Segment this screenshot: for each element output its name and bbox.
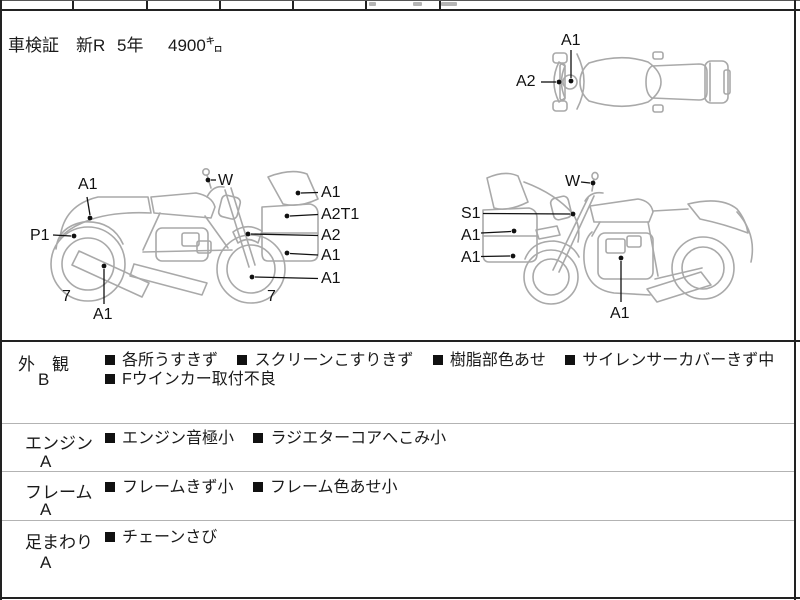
header-cell-divider [439,1,441,9]
inspection-item: サイレンサーカバーきず中 [565,352,774,369]
damage-label-a1-engine: A1 [610,305,630,322]
row-divider [2,520,794,521]
damage-label-a1-screen: A1 [321,184,341,201]
wheel-grade-rear: 7 [62,288,71,305]
items-frame: フレームきず小 フレーム色あせ小 [105,478,790,497]
cert-mileage: 4900㌔ [168,36,223,55]
checkbox-icon [237,355,248,365]
side-left-view-drawing [482,171,754,305]
grade-engine: A [40,452,52,471]
header-cell-divider [219,1,221,9]
cert-label: 車検証 [8,36,59,55]
damage-label-a2-topview: A2 [516,73,536,90]
cropped-text-fragment [369,2,376,6]
damage-label-a2t1-cowl: A2T1 [321,206,360,223]
cropped-text-fragment [413,2,422,6]
checkbox-icon [432,355,443,365]
checkbox-icon [252,482,263,492]
checkbox-icon [565,355,576,365]
damage-label-a1-exhaust: A1 [93,306,113,323]
damage-label-w-mirror-left: W [565,173,581,190]
inspection-item: チェーンさび [105,529,217,546]
checkbox-icon [253,433,264,443]
inspection-item: エンジン音極小 [105,430,234,447]
items-engine: エンジン音極小 ラジエターコアへこみ小 [105,429,790,448]
items-undercarriage: チェーンさび [105,528,790,547]
header-cell-divider [292,1,294,9]
category-undercarriage: 足まわり [25,533,93,552]
category-exterior: 外 観 [18,355,69,374]
inspection-item: 樹脂部色あせ [432,352,546,369]
damage-label-a1-topview: A1 [561,32,581,49]
grade-frame: A [40,500,52,519]
row-divider [2,423,794,424]
sheet-border-bottom [0,597,800,599]
items-exterior: 各所うすきず スクリーンこすりきず 樹脂部色あせ サイレンサーカバーきず中 Fウ… [105,351,790,389]
inspection-item: フレーム色あせ小 [252,479,398,496]
damage-label-a1-front-wheel: A1 [321,270,341,287]
damage-label-a1-tail: A1 [78,176,98,193]
cert-years: 5年 [117,36,144,55]
inspection-item: フレームきず小 [105,479,234,496]
wheel-grade-front: 7 [267,288,276,305]
grade-exterior: B [38,370,50,389]
sheet-border-left [0,0,2,600]
top-view-drawing [552,51,731,113]
checkbox-icon [105,355,115,365]
leader-lines [52,50,624,304]
grade-undercarriage: A [40,553,52,572]
table-top-border [0,340,800,342]
header-cell-divider [146,1,148,9]
inspection-item: 各所うすきず [105,352,218,369]
damage-label-p1-rear-fender: P1 [30,227,50,244]
damage-label-a1-upper-cowl: A1 [461,227,481,244]
checkbox-icon [105,482,115,492]
checkbox-icon [105,374,115,384]
inspection-item: スクリーンこすりきず [237,352,413,369]
cert-era: 新R [76,36,106,55]
checkbox-icon [105,532,115,542]
damage-label-a1-lower-cowl2: A1 [461,249,481,266]
inspection-item: ラジエターコアへこみ小 [253,430,446,447]
inspection-item: Fウインカー取付不良 [105,371,276,388]
header-cell-divider [365,1,367,9]
damage-label-a1-lower-cowl: A1 [321,247,341,264]
damage-label-w-mirror: W [218,172,234,189]
cropped-text-fragment [441,2,457,6]
header-cell-divider [72,1,74,9]
sheet-border-right [794,0,796,600]
damage-label-a2-fender: A2 [321,227,341,244]
category-frame: フレーム [25,483,93,502]
row-divider [2,471,794,472]
category-engine: エンジン [25,434,93,453]
cropped-header-row [0,0,800,11]
checkbox-icon [105,433,115,443]
damage-label-s1-steering: S1 [461,205,481,222]
